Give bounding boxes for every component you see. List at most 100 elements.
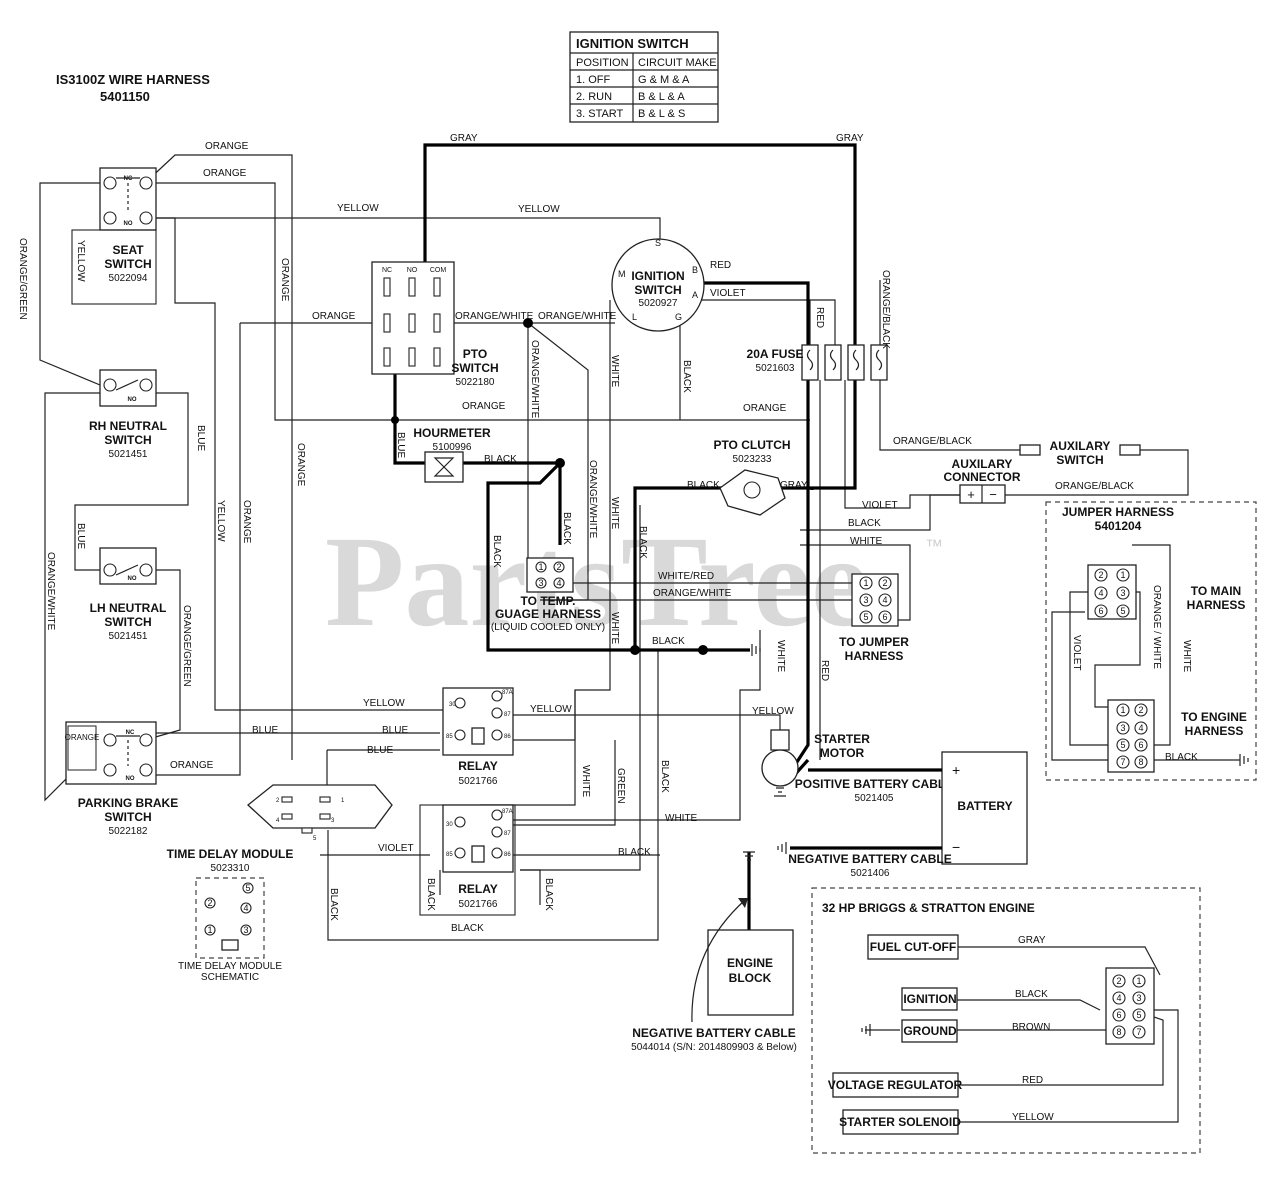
wire-label: YELLOW: [363, 698, 405, 709]
tdm-schem-term: 1: [207, 925, 212, 935]
pos-cable-label: POSITIVE BATTERY CABLE: [795, 777, 953, 791]
seat-nc: NC: [124, 176, 133, 182]
jumper-harness-label: JUMPER HARNESS: [1062, 505, 1174, 519]
wire-label: GRAY: [1018, 935, 1046, 946]
starter-motor: STARTER MOTOR POSITIVE BATTERY CABLE 502…: [761, 729, 953, 804]
pos-cable-part: 5021405: [855, 793, 894, 804]
engine-section: 32 HP BRIGGS & STRATTON ENGINE FUEL CUT-…: [811, 887, 1201, 1154]
jumper-harness: JUMPER HARNESS 5401204 2 1 4 3 6 5 TO MA…: [1045, 501, 1257, 781]
battery-plus: +: [952, 762, 960, 778]
wire-label: BLACK: [561, 512, 572, 545]
pto-term: NO: [407, 267, 418, 274]
watermark-tm: ™: [925, 536, 943, 556]
temp-gauge-label: TO TEMP.: [521, 594, 576, 608]
svg-text:8: 8: [1116, 1027, 1121, 1037]
engine-block: ENGINE BLOCK NEGATIVE BATTERY CABLE 5044…: [631, 851, 797, 1053]
wire-label: BLACK: [543, 878, 554, 911]
ign-term-b: B: [692, 265, 698, 275]
ignition-switch-table: IGNITION SWITCH POSITION CIRCUIT MAKE 1.…: [569, 31, 719, 123]
aux-connector-label: CONNECTOR: [943, 470, 1020, 484]
ground-symbol: [751, 644, 761, 656]
to-main-harness-label: TO MAIN: [1191, 584, 1241, 598]
wire-label: BLACK: [451, 923, 484, 934]
wire-label: ORANGE/GREEN: [181, 605, 192, 687]
temp-gauge-note: (LIQUID COOLED ONLY): [491, 622, 605, 633]
wire-label: GREEN: [615, 768, 626, 804]
tdm-schematic-label: TIME DELAY MODULE: [178, 961, 282, 972]
wire-label: ORANGE/GREEN: [17, 238, 28, 320]
wire-label: YELLOW: [530, 704, 572, 715]
jumper-harness-part: 5401204: [1095, 519, 1142, 533]
wire-label: ORANGE: [295, 443, 306, 487]
relay-term: 86: [504, 852, 511, 858]
table-cell: G & M & A: [638, 74, 690, 86]
pto-switch-part: 5022180: [456, 377, 495, 388]
lh-neutral-label: LH NEUTRAL: [90, 601, 167, 615]
ign-term-g: G: [675, 312, 682, 322]
rh-neutral-switch: NO RH NEUTRAL SWITCH 5021451: [89, 369, 167, 460]
svg-text:7: 7: [1120, 757, 1125, 767]
aux-switch-label: SWITCH: [1056, 453, 1103, 467]
svg-text:7: 7: [1136, 1027, 1141, 1037]
pin: 2: [556, 562, 561, 572]
svg-text:1: 1: [1136, 976, 1141, 986]
relay-label: RELAY: [458, 759, 498, 773]
battery-minus: −: [952, 839, 960, 855]
tdm-schem-term: 4: [243, 903, 248, 913]
svg-text:4: 4: [1116, 993, 1121, 1003]
pto-term: COM: [430, 267, 447, 274]
fuse-block: 20A FUSE 5021603: [747, 344, 888, 381]
svg-text:5: 5: [1136, 1010, 1141, 1020]
wire-label: ORANGE/WHITE: [529, 340, 540, 419]
pto-switch: NC NO COM PTO SWITCH 5022180: [371, 261, 499, 388]
ign-term-a: A: [692, 290, 698, 300]
neg-cable-2-part: 5044014 (S/N: 2014809903 & Below): [631, 1042, 797, 1053]
temp-gauge-connector: 1 2 3 4 TO TEMP. GUAGE HARNESS (LIQUID C…: [491, 557, 605, 633]
auxiliary-switch: AUXILARY SWITCH: [1019, 439, 1141, 467]
wire-label: GRAY: [450, 133, 478, 144]
relay-term: 30: [446, 822, 453, 828]
tdm-schematic-label: SCHEMATIC: [201, 972, 259, 983]
relay-term: 87: [504, 712, 511, 718]
relay-term: 85: [446, 852, 453, 858]
hourmeter-label: HOURMETER: [413, 426, 491, 440]
harness-part-number: 5401150: [100, 89, 150, 104]
pto-clutch: PTO CLUTCH 5023233: [713, 438, 791, 516]
pb-nc: NC: [126, 730, 135, 736]
ign-term-m: M: [618, 269, 626, 279]
wire-label: ORANGE: [241, 500, 252, 544]
watermark: PartsTree: [325, 510, 869, 654]
lh-neutral-part: 5021451: [109, 631, 148, 642]
wire-label: BLUE: [382, 725, 408, 736]
seat-switch: NC NO SEAT SWITCH 5022094: [71, 167, 157, 305]
wire-label: RED: [1022, 1075, 1043, 1086]
ign-term-l: L: [632, 312, 637, 322]
table-cell: 3. START: [576, 108, 624, 120]
table-cell: B & L & S: [638, 108, 685, 120]
wire-label: BLACK: [652, 636, 685, 647]
wire-label: ORANGE/WHITE: [587, 460, 598, 539]
parking-brake-label: PARKING BRAKE: [78, 796, 178, 810]
time-delay-module: 2 1 4 3 5 TIME DELAY MODULE 5023310 1 2 …: [167, 784, 393, 983]
engine-block-label: ENGINE: [727, 956, 773, 970]
pb-no: NO: [126, 776, 135, 782]
pin: 2: [882, 578, 887, 588]
wire-label: YELLOW: [75, 240, 86, 282]
fuse-part: 5021603: [756, 363, 795, 374]
wire-label: VIOLET: [710, 288, 746, 299]
ignition-switch-label: IGNITION: [631, 269, 684, 283]
hourmeter: HOURMETER 5100996: [413, 426, 491, 483]
pin: 4: [1098, 588, 1103, 598]
wire-label: ORANGE: [205, 141, 249, 152]
wire-label: WHITE: [850, 536, 883, 547]
rh-neutral-label: SWITCH: [104, 433, 151, 447]
ignition-switch-label: SWITCH: [634, 283, 681, 297]
starter-solenoid-label: STARTER SOLENOID: [839, 1115, 961, 1129]
relay-part: 5021766: [459, 899, 498, 910]
relay-part: 5021766: [459, 776, 498, 787]
tdm-schem-term: 5: [245, 883, 250, 893]
pin: 4: [882, 595, 887, 605]
table-header: POSITION: [576, 57, 629, 69]
svg-text:3: 3: [1136, 993, 1141, 1003]
svg-text:5: 5: [1120, 740, 1125, 750]
